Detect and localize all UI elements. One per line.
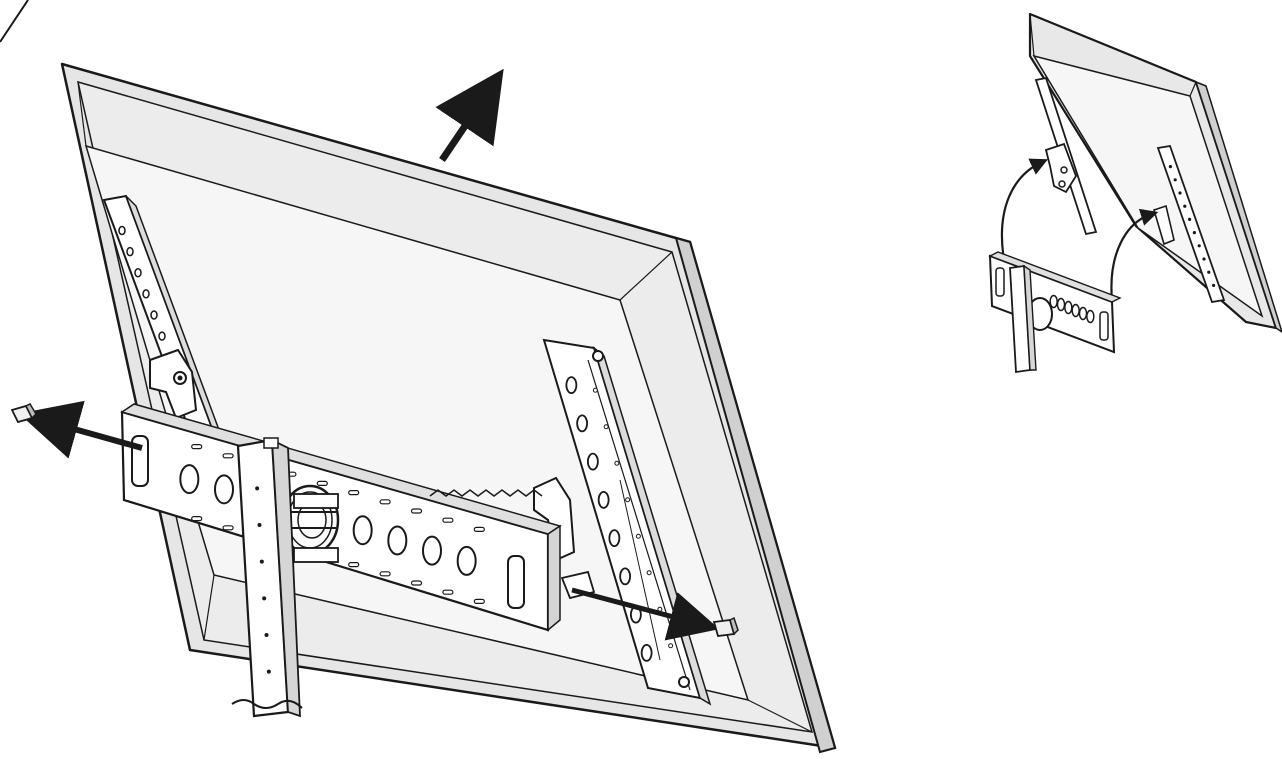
plate-slot <box>348 490 360 496</box>
inset-plate-hole <box>1056 297 1066 312</box>
plate-hole <box>456 545 477 576</box>
plate-slot <box>191 444 203 450</box>
inset-tv-right-edge <box>1194 80 1282 333</box>
bracket-pin <box>592 387 598 393</box>
left-end-cap <box>10 403 37 424</box>
plate-hole <box>179 464 200 495</box>
inset-bracket-hole <box>1188 217 1192 221</box>
inset-bracket-hole <box>1207 270 1211 274</box>
plate-slot <box>442 517 454 523</box>
plate-hole <box>387 525 408 556</box>
bracket-hole <box>576 414 589 433</box>
bracket-pin <box>625 497 631 503</box>
pole-hole <box>264 633 269 637</box>
left-tv-bracket <box>102 194 223 439</box>
inset-right-bracket-holes <box>1168 165 1216 287</box>
bracket-hole <box>142 289 150 299</box>
support-pole <box>231 437 303 718</box>
bracket-hole <box>640 643 653 662</box>
plate-slot <box>473 526 485 533</box>
pole-hole <box>257 523 262 527</box>
inset-plate-hole <box>1049 294 1058 309</box>
bracket-screw <box>678 676 690 688</box>
remove-left-cap-arrow <box>18 400 143 459</box>
bracket-hole <box>150 310 158 320</box>
inset-plate-hole <box>1078 306 1088 321</box>
inset-view <box>988 12 1282 374</box>
pole-hole <box>259 559 264 564</box>
bracket-pin <box>668 643 674 649</box>
pole-hole <box>266 669 271 674</box>
inset-wall-plate-holes <box>1049 294 1095 324</box>
inset-plate-hole <box>1086 309 1095 324</box>
bevel-line <box>203 574 215 641</box>
inset-bracket-hole <box>1183 204 1187 208</box>
plate-slot <box>348 561 360 568</box>
bracket-hole <box>126 246 134 257</box>
bracket-hole <box>619 567 632 586</box>
plate-slot <box>222 525 234 531</box>
bracket-hole <box>565 376 578 395</box>
bevel-line <box>77 81 87 147</box>
plate-slot <box>442 589 454 595</box>
inset-bracket-hole <box>1173 178 1177 182</box>
bevel-line <box>747 699 813 733</box>
right-bracket-holes <box>565 376 674 662</box>
bracket-pin <box>614 460 620 466</box>
bevel-line <box>619 251 673 301</box>
hinge-pulley <box>280 484 340 563</box>
lift-up-arrow <box>435 68 504 162</box>
plate-hole <box>214 474 234 505</box>
plate-slot <box>316 480 328 486</box>
pole-holes <box>255 486 271 674</box>
inset-wall-plate <box>988 251 1122 354</box>
corner-stroke <box>0 0 29 43</box>
bracket-pin <box>635 533 641 539</box>
plate-slot <box>473 598 485 605</box>
plate-slot <box>222 453 234 459</box>
pole-hole <box>255 486 260 491</box>
bracket-hole <box>134 268 142 278</box>
bracket-hole <box>118 225 126 236</box>
inset-bracket-hole <box>1178 191 1182 195</box>
inset-bracket-hole <box>1212 283 1216 287</box>
plate-hole <box>352 515 373 546</box>
bracket-pin <box>603 424 609 430</box>
bracket-hole <box>586 452 599 471</box>
inset-bracket-hole <box>1192 231 1196 235</box>
bracket-screw <box>592 350 604 362</box>
inset-right-bracket <box>1156 144 1226 304</box>
right-end-cap <box>712 616 739 637</box>
bracket-pin <box>646 570 652 576</box>
inset-plate-hole <box>1064 300 1073 315</box>
bracket-hole <box>597 490 610 509</box>
plate-slot <box>379 571 391 577</box>
remove-right-cap-arrow <box>571 587 720 641</box>
main-view <box>10 62 837 754</box>
plate-slot <box>410 580 423 586</box>
inset-bracket-hole <box>1202 257 1206 261</box>
inset-bracket-hole <box>1168 165 1172 169</box>
inset-curved-arrow-right <box>1110 208 1159 301</box>
tv-frame-right-edge <box>674 236 837 754</box>
inset-curved-arrow-left <box>1000 158 1048 261</box>
bracket-hole <box>608 529 621 548</box>
inset-right-clip <box>1153 204 1175 246</box>
plate-slot <box>379 499 391 505</box>
bracket-hole <box>158 331 166 341</box>
pole-break-line <box>231 699 303 709</box>
plate-hole <box>422 535 442 566</box>
pole-hole <box>262 596 267 601</box>
inset-plate-hole <box>1071 303 1080 318</box>
inset-bracket-hole <box>1197 244 1201 248</box>
plate-slot <box>191 515 203 522</box>
plate-slot <box>410 508 423 514</box>
